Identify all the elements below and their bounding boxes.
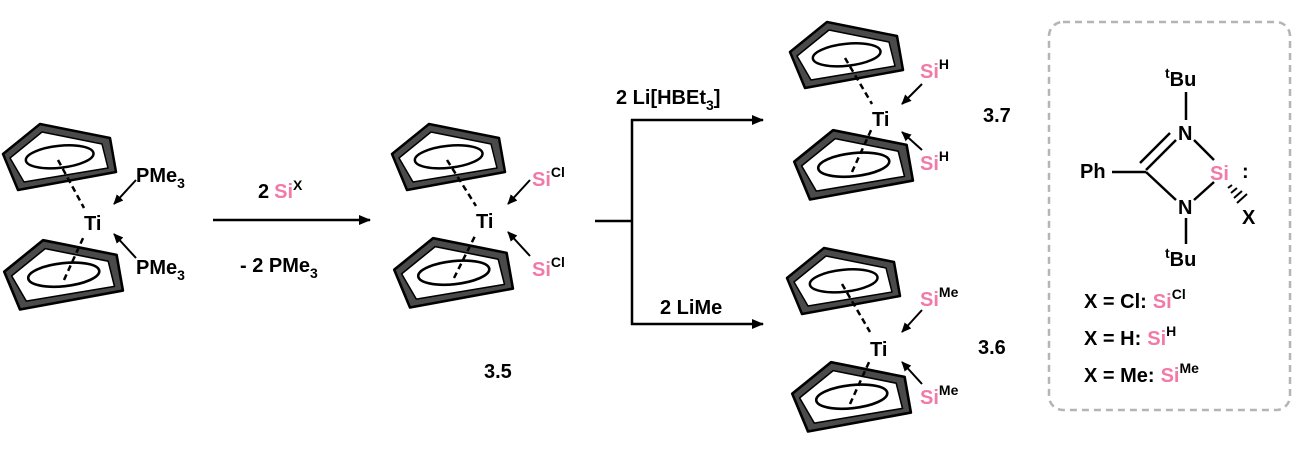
branching-arrows: 2 Li[HBEt3] 2 LiMe xyxy=(595,87,764,329)
compound-3-7: Ti SiH SiH 3.7 xyxy=(788,20,1011,201)
legend-row-h: X = H:SiH xyxy=(1084,323,1176,350)
legend-row-cl: X = Cl:SiCl xyxy=(1084,286,1186,313)
ti-atom: Ti xyxy=(476,211,493,233)
cp-ring-bottom xyxy=(2,238,125,311)
tbu-bottom: tBu xyxy=(1165,245,1196,271)
lone-pair: : xyxy=(1242,161,1249,183)
step1-byproduct: - 2 PMe3 xyxy=(240,255,318,281)
legend-rows: X = Cl:SiCl X = H:SiH X = Me:SiMe xyxy=(1084,286,1199,387)
si-me-ligand-bottom: SiMe xyxy=(920,382,959,409)
n-atom-bottom: N xyxy=(1178,197,1192,219)
n-atom-top: N xyxy=(1178,123,1192,145)
tbu-top: tBu xyxy=(1165,65,1196,91)
compound-number-3-5: 3.5 xyxy=(484,361,512,383)
phenyl-group: Ph xyxy=(1080,161,1106,183)
legend-border xyxy=(1047,20,1292,412)
silylene-legend-box: tBu N N Ph Si : X xyxy=(1047,20,1292,412)
compound-3-5: Ti SiCl SiCl 3.5 xyxy=(390,122,565,383)
cp-ring-top xyxy=(788,20,905,90)
ti-atom: Ti xyxy=(870,339,887,361)
si-atom: Si xyxy=(1210,163,1229,185)
step2a-reagent: 2 Li[HBEt3] xyxy=(616,87,720,113)
compound-number-3-7: 3.7 xyxy=(983,105,1011,127)
compound-number-3-6: 3.6 xyxy=(978,337,1006,359)
si-h-ligand-bottom: SiH xyxy=(920,148,949,175)
cp-ring-top xyxy=(1,122,118,192)
cp-ring-top xyxy=(390,122,507,192)
x-substituent: X xyxy=(1242,207,1256,229)
compound-3-6: Ti SiMe SiMe 3.6 xyxy=(785,246,1006,433)
si-cl-ligand-top: SiCl xyxy=(532,164,565,191)
starting-material-cp2ti-pme3: Ti PMe3 PMe3 xyxy=(1,122,185,311)
si-cl-ligand-bottom: SiCl xyxy=(532,254,565,281)
ti-atom: Ti xyxy=(872,109,889,131)
amidinato-silylene-structure: tBu N N Ph Si : X xyxy=(1080,65,1256,271)
pme3-ligand-top: PMe3 xyxy=(136,165,185,191)
pme3-ligand-bottom: PMe3 xyxy=(136,257,185,283)
hashed-wedge-bond xyxy=(1227,184,1248,204)
step2b-reagent: 2 LiMe xyxy=(660,297,722,319)
si-h-ligand-top: SiH xyxy=(920,56,949,83)
cp-ring-bottom xyxy=(392,236,515,309)
si-me-ligand-top: SiMe xyxy=(920,284,959,311)
cp-ring-bottom xyxy=(790,360,913,433)
cp-ring-top xyxy=(785,246,902,316)
legend-row-me: X = Me:SiMe xyxy=(1084,360,1199,387)
cp-ring-bottom xyxy=(792,128,915,201)
ti-atom: Ti xyxy=(84,213,101,235)
